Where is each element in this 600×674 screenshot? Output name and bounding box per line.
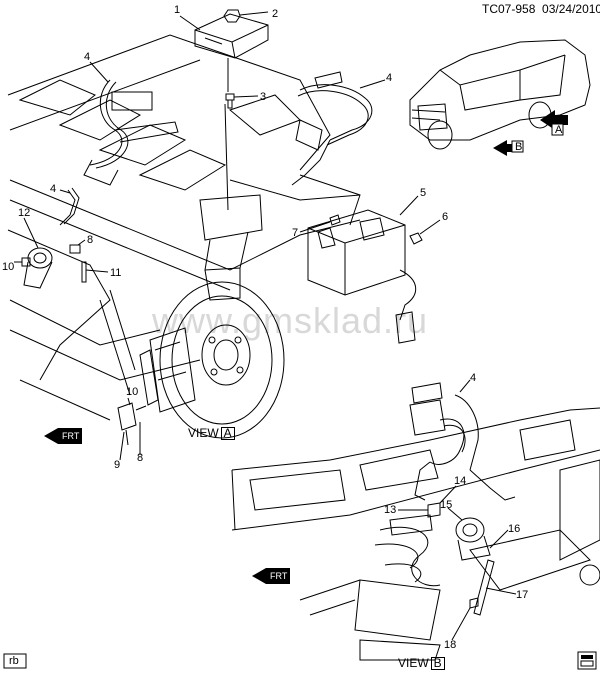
leader-lines: [14, 11, 517, 641]
callout-8b: 8: [137, 452, 144, 464]
callout-10a: 10: [2, 261, 15, 273]
callout-2: 2: [272, 8, 279, 20]
bolt-13: [427, 502, 441, 518]
callout-5: 5: [420, 187, 427, 199]
frt-arrow-2: [252, 568, 290, 584]
callout-3: 3: [260, 91, 267, 103]
frt-arrow-1: [44, 428, 82, 444]
harness-lower: [409, 382, 516, 501]
callout-4c: 4: [50, 183, 57, 195]
header: TC07-958 03/24/2010: [482, 3, 600, 15]
view-b-letter: B: [430, 657, 445, 670]
fasteners-left: [21, 244, 87, 283]
callout-4d: 4: [470, 372, 477, 384]
bolt-2: [223, 9, 241, 23]
frt-label-1: FRT: [62, 431, 80, 441]
control-module-1: [194, 13, 269, 59]
callout-18: 18: [444, 639, 457, 651]
footer-left-label: rb: [9, 655, 19, 667]
harness-upper-left: [83, 79, 179, 186]
callout-4b: 4: [386, 72, 393, 84]
callout-15: 15: [440, 499, 453, 511]
arrow-a-letter: A: [555, 124, 563, 136]
tube-4: [59, 187, 80, 226]
callout-6: 6: [442, 211, 449, 223]
figure-date: 03/24/2010: [542, 2, 600, 16]
callout-8a: 8: [87, 234, 94, 246]
brake-caliper: [139, 327, 196, 413]
bolt-7: [329, 214, 341, 226]
document-icon: [577, 651, 597, 670]
frt-label-2: FRT: [270, 571, 288, 581]
view-arrow-b: [493, 140, 524, 156]
screw-3: [225, 93, 235, 109]
brake-rotor: [159, 281, 285, 439]
front-strut: [199, 194, 263, 301]
callout-11: 11: [110, 267, 122, 279]
callout-9: 9: [114, 459, 121, 471]
bracket-9: [117, 402, 147, 446]
view-a-letter: A: [220, 427, 235, 440]
arrow-b-letter: B: [515, 141, 523, 153]
callout-10b: 10: [126, 386, 139, 398]
callout-1: 1: [174, 4, 181, 16]
harness-center: [291, 71, 373, 186]
figure-code: TC07-958: [482, 2, 536, 16]
lower-frame: [231, 407, 600, 591]
footer-box: [3, 653, 27, 669]
callout-17: 17: [516, 589, 529, 601]
callout-4a: 4: [84, 51, 91, 63]
callout-16: 16: [508, 523, 521, 535]
callout-7: 7: [292, 227, 299, 239]
bolt-6: [409, 232, 423, 245]
view-arrow-a: [540, 110, 568, 136]
callout-14: 14: [454, 475, 467, 487]
lower-spring: [299, 514, 441, 661]
watermark: www.gmsklad.ru: [152, 300, 429, 341]
callout-12: 12: [18, 207, 31, 219]
link-17: [469, 559, 495, 616]
sensor-15: [455, 517, 491, 561]
sensor-12: [23, 247, 53, 289]
compressor-module-5: [307, 209, 417, 344]
upper-frame-rails: [7, 34, 361, 421]
callout-13: 13: [384, 504, 397, 516]
vehicle-silhouette: [409, 39, 591, 150]
